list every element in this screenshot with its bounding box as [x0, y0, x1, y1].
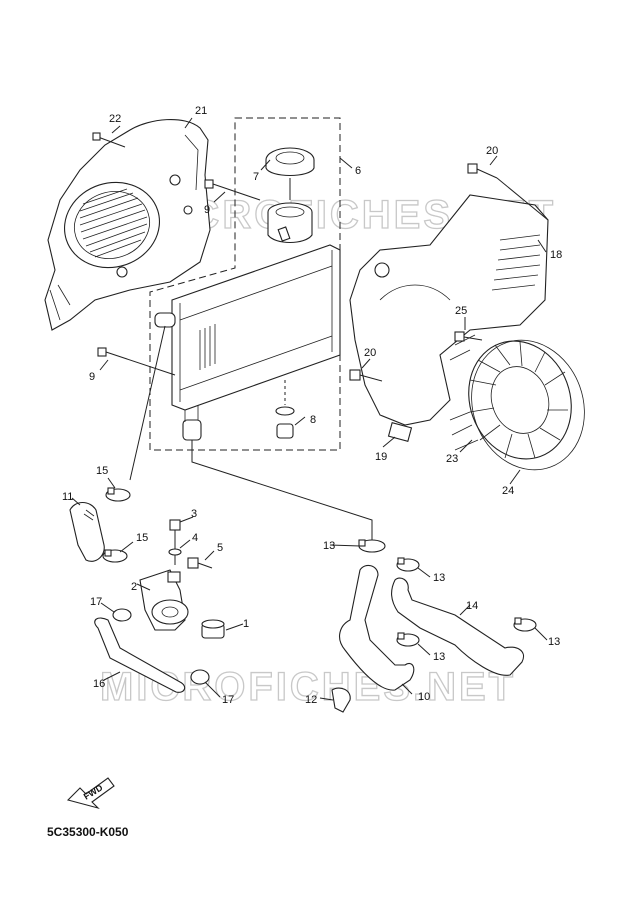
callout-1: 1	[243, 618, 249, 630]
radiator	[154, 244, 341, 441]
callout-23: 23	[446, 453, 458, 465]
callout-14: 14	[466, 600, 478, 612]
callout-12: 12	[305, 694, 317, 706]
callout-24: 24	[502, 485, 514, 497]
fan-shroud	[44, 118, 211, 331]
callout-3: 3	[191, 508, 197, 520]
radiator-assembly-boundary	[149, 117, 341, 451]
callout-20-top: 20	[486, 145, 498, 157]
bolt-20-top	[467, 163, 549, 221]
callout-25: 25	[455, 305, 467, 317]
leader-lines	[71, 117, 548, 701]
callout-13-c: 13	[433, 651, 445, 663]
callout-20-mid: 20	[364, 347, 376, 359]
temperature-sensor	[201, 619, 225, 639]
callout-4: 4	[192, 532, 198, 544]
bolt-9-lower	[97, 347, 176, 376]
clip-12	[331, 687, 351, 713]
callout-labels: 21 22 6 7 9 9 8 20 18 25 20 19 23 24 15 …	[62, 105, 562, 706]
hose-clamp-13-c	[396, 632, 420, 647]
callout-19: 19	[375, 451, 387, 463]
hose-10	[339, 564, 415, 691]
callout-9-lower: 9	[89, 371, 95, 383]
callout-5: 5	[217, 542, 223, 554]
bolt-25	[454, 331, 483, 342]
bolt-9-upper	[204, 179, 261, 201]
water-pipe-joint	[139, 569, 189, 631]
fwd-arrow-icon: FWD	[66, 777, 115, 810]
callout-11: 11	[62, 491, 73, 503]
callout-13-b: 13	[433, 572, 445, 584]
bolt-20-mid	[349, 369, 383, 382]
diagram-code: 5C35300-K050	[47, 825, 129, 839]
grommet-19	[387, 421, 413, 443]
callout-9-upper: 9	[204, 204, 210, 216]
callout-21: 21	[195, 105, 207, 117]
callout-2: 2	[131, 581, 137, 593]
callout-15-lower: 15	[136, 532, 148, 544]
hose-16	[94, 617, 186, 693]
callout-10: 10	[418, 691, 430, 703]
hose-clamp-13-d	[513, 617, 537, 632]
filler-neck	[267, 202, 313, 244]
callout-22: 22	[109, 113, 121, 125]
washer-4	[168, 548, 182, 556]
hose-clamp-15-lower	[102, 549, 128, 563]
hose-clamp-15-upper	[105, 487, 131, 502]
bolt-3	[169, 519, 181, 565]
drain-plug	[275, 380, 295, 439]
hose-clamp-17-upper	[112, 608, 132, 622]
hose-clamp-13-a	[358, 539, 386, 553]
callout-15-upper: 15	[96, 465, 108, 477]
radiator-cap	[265, 147, 315, 177]
callout-17-lower: 17	[222, 694, 234, 706]
hose-14	[391, 577, 524, 676]
fan-cover-seal	[471, 339, 585, 471]
bolt-5	[187, 557, 213, 569]
fan-cover	[449, 334, 572, 460]
callout-13-d: 13	[548, 636, 560, 648]
callout-8: 8	[310, 414, 316, 426]
callout-6: 6	[355, 165, 361, 177]
callout-18: 18	[550, 249, 562, 261]
callout-7: 7	[253, 171, 259, 183]
callout-17-upper: 17	[90, 596, 102, 608]
callout-16: 16	[93, 678, 105, 690]
bolt-22	[92, 132, 126, 148]
hose-11-ribs	[83, 509, 95, 521]
callout-13-a: 13	[323, 540, 335, 552]
hose-clamp-17-lower	[190, 669, 210, 685]
air-shroud	[349, 194, 549, 426]
hose-clamp-13-b	[396, 557, 420, 572]
